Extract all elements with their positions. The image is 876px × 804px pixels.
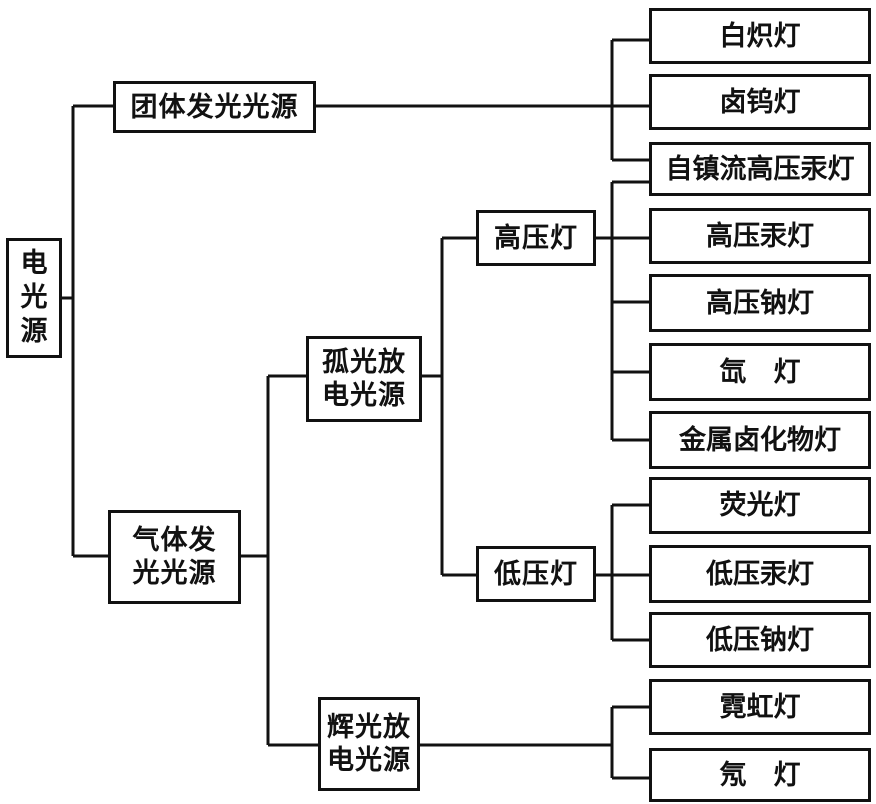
- leaf-xenon-lamp: 氙 灯: [649, 343, 871, 401]
- node-gas-light-source: 气体发光光源: [108, 510, 241, 604]
- leaf-halogen-lamp: 卤钨灯: [649, 74, 871, 130]
- leaf-neon-lamp: 霓虹灯: [649, 679, 871, 735]
- leaf-low-pressure-mercury-lamp: 低压汞灯: [649, 545, 871, 603]
- node-glow-discharge-source: 辉光放电光源: [318, 697, 420, 791]
- node-solid-light-source: 团体发光光源: [113, 81, 316, 133]
- leaf-metal-halide-lamp: 金属卤化物灯: [649, 411, 871, 469]
- node-arc-discharge-source: 孤光放电光源: [306, 336, 422, 422]
- leaf-self-ballasted-mercury-lamp: 自镇流高压汞灯: [649, 142, 871, 196]
- leaf-incandescent-lamp: 白炽灯: [649, 8, 871, 64]
- node-electric-light-source: 电光源: [6, 238, 62, 358]
- leaf-fluorescent-lamp: 荧光灯: [649, 477, 871, 534]
- leaf-low-pressure-sodium-lamp: 低压钠灯: [649, 612, 871, 668]
- leaf-argon-lamp: 氖 灯: [649, 748, 871, 802]
- leaf-high-pressure-sodium-lamp: 高压钠灯: [649, 274, 871, 332]
- leaf-high-pressure-mercury-lamp: 高压汞灯: [649, 208, 871, 264]
- node-high-pressure-lamp: 高压灯: [476, 210, 596, 266]
- node-low-pressure-lamp: 低压灯: [476, 546, 596, 602]
